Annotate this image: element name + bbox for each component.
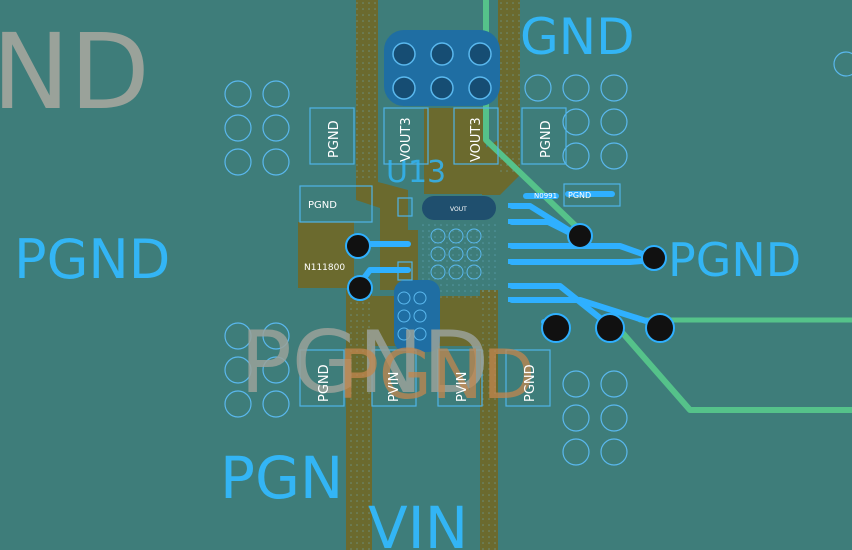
- via: [430, 76, 454, 100]
- pad-label-pgnd-small: PGND: [568, 191, 591, 200]
- net-label-pgn: PGN: [220, 444, 343, 512]
- via: [345, 233, 371, 259]
- pad-label: VOUT3: [469, 117, 484, 162]
- net-label-pgnd-right: PGND: [668, 233, 801, 287]
- via: [567, 223, 593, 249]
- copper-pour-vout-center: [424, 108, 486, 194]
- pad-label: PGND: [327, 120, 342, 158]
- copper-pour-bottom-mid: [394, 280, 440, 352]
- ic-center-vias: [397, 228, 482, 341]
- via: [392, 76, 416, 100]
- vout-bar: [422, 196, 496, 220]
- pad-label-vout: VOUT: [450, 206, 467, 213]
- net-label-pgnd-orange: PGND: [338, 336, 535, 415]
- copper-pour-left-block: [298, 222, 354, 288]
- via: [347, 275, 373, 301]
- ic-pins: [508, 203, 520, 302]
- pad-label: PVIN: [387, 372, 402, 402]
- net-label-pgnd-left: PGND: [14, 228, 170, 291]
- via-outline-grid-left: [224, 80, 290, 418]
- via: [645, 313, 675, 343]
- pad-label-pgnd-mid: PGND: [308, 200, 337, 211]
- net-label-nd: ND: [0, 11, 150, 133]
- via: [430, 42, 454, 66]
- ref-designator-u13: U13: [386, 155, 446, 190]
- trace-blue: [509, 257, 657, 265]
- dot-fill: [498, 0, 520, 175]
- net-tag-n111800: N111800: [304, 263, 345, 273]
- pad-label: PGND: [317, 364, 332, 402]
- via: [641, 245, 667, 271]
- pad-label: PVIN: [455, 372, 470, 402]
- pad-labels: PGND VOUT3 VOUT3 PGND PGND PVIN PVIN PGN…: [317, 117, 554, 402]
- pad-label: PGND: [539, 120, 554, 158]
- pad-outlines: [299, 107, 621, 407]
- net-tag-n0991: N0991: [534, 192, 557, 200]
- pad-label: PGND: [523, 364, 538, 402]
- dot-fill: [346, 290, 372, 550]
- filled-vias: [345, 223, 675, 343]
- trace-blue: [509, 297, 665, 329]
- via-outline-grid-right: [524, 51, 852, 466]
- net-label-gnd: GND: [520, 8, 635, 66]
- net-label-pgnd-big: PGND: [240, 313, 489, 413]
- trace-blue: [509, 283, 613, 329]
- trace-green: [617, 327, 852, 413]
- pad-label: VOUT3: [399, 117, 414, 162]
- via-cluster-top: [392, 42, 492, 100]
- dot-fill: [480, 290, 498, 550]
- via: [392, 42, 416, 66]
- via: [468, 42, 492, 66]
- via: [595, 313, 625, 343]
- via: [541, 313, 571, 343]
- net-label-vin: VIN: [368, 494, 468, 550]
- via: [468, 76, 492, 100]
- dot-fill: [356, 0, 378, 180]
